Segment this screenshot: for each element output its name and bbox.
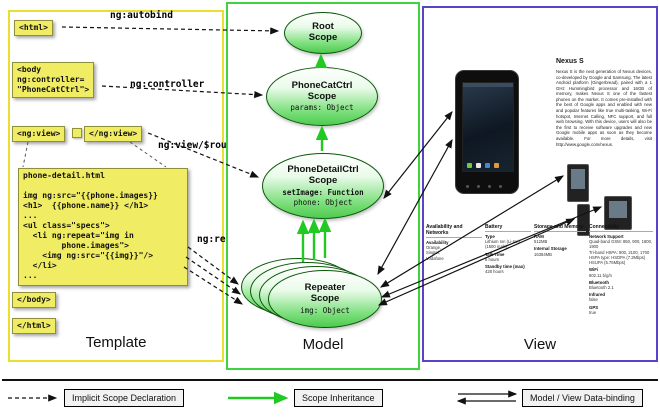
html-open-tag-box: <html> [14, 20, 53, 36]
spec-column-availability: Availability and Networks Availability O… [426, 224, 482, 315]
view-panel-label: View [523, 336, 557, 353]
legend-binding-box: Model / View Data-binding [522, 389, 643, 407]
phonedetailctrl-phone-prop: phone: Object [293, 197, 353, 207]
spec-column-battery: Battery Type Lithium Ion (Li-Ion) (1500 … [485, 224, 531, 315]
phonecatctrl-scope-ellipse: PhoneCatCtrl Scope params: Object [266, 67, 378, 126]
ng-repeat-label: ng:repeat [197, 234, 249, 245]
ng-controller-label: ng:controller [130, 79, 205, 90]
html-close-tag-box: </html> [12, 318, 56, 334]
ngview-open-tag-box: <ng:view> [12, 126, 66, 142]
body-controller-tag-box: <body ng:controller= "PhoneCatCtrl"> [12, 62, 95, 98]
repeater-img-prop: img: Object [300, 305, 350, 315]
phone-thumbnail-front [567, 164, 589, 202]
ng-autobind-label: ng:autobind [110, 10, 173, 21]
spec-column-connectivity: Connectivity Network Support Quad-band G… [589, 224, 653, 315]
spec-value: 512MB [534, 239, 548, 245]
spec-value: Bluetooth 2.1 [589, 284, 614, 290]
spec-header: Storage and Memory [534, 224, 586, 232]
spec-value: Quad-band GSM: 850, 900, 1800, 1900 Tri-… [589, 239, 653, 266]
root-scope-title: Root Scope [308, 21, 338, 43]
phone-statusbar [463, 83, 513, 87]
spec-value: 428 hours [485, 269, 504, 275]
phone-dock-icons [467, 163, 499, 168]
phone-thumbnail-open [604, 196, 632, 230]
phone-screen [462, 82, 514, 172]
phone-buttons [466, 185, 502, 188]
spec-header: Battery [485, 224, 531, 232]
spec-value: true [589, 309, 597, 315]
spec-label: Network Support [589, 234, 624, 239]
legend-implicit-box: Implicit Scope Declaration [64, 389, 185, 407]
phonedetailctrl-scope-title: PhoneDetailCtrl Scope [287, 164, 359, 186]
phone-detail-code-box: phone-detail.html img ng:src="{{phone.im… [18, 168, 188, 286]
spec-header: Connectivity [589, 224, 653, 232]
ngview-close-tag-box: </ng:view> [84, 126, 143, 142]
legend-inheritance-box: Scope Inheritance [294, 389, 383, 407]
spec-value: 802.11 b/g/n [589, 272, 612, 278]
product-name: Nexus S [556, 58, 584, 65]
template-panel-label: Template [85, 334, 147, 351]
spec-column-storage: Storage and Memory RAM 512MB Internal St… [534, 224, 586, 315]
spec-value: false [589, 297, 598, 303]
repeater-scope-ellipse: Repeater Scope img: Object [268, 270, 382, 328]
spec-value: 6 hours [485, 256, 499, 262]
spec-table: Availability and Networks Availability O… [426, 224, 653, 315]
phonecatctrl-params-prop: params: Object [290, 103, 354, 113]
phonedetailctrl-setimage-prop: setImage: Function [282, 187, 364, 197]
spec-value: 16384MB [534, 251, 552, 257]
body-close-tag-box: </body> [12, 292, 56, 308]
nexus-phone-image [455, 70, 519, 194]
spec-value: Lithium Ion (Li-Ion) (1500 mAh) [485, 239, 520, 250]
phonecatctrl-scope-title: PhoneCatCtrl Scope [291, 79, 353, 102]
spec-label: GPS [589, 304, 599, 310]
product-description: Nexus S is the next generation of Nexus … [556, 69, 652, 147]
spec-value: Orange, Singtel, Vodafone [426, 245, 444, 261]
root-scope-ellipse: Root Scope [284, 12, 362, 54]
ngview-placeholder-box [72, 128, 82, 138]
phonedetailctrl-scope-ellipse: PhoneDetailCtrl Scope setImage: Function… [262, 153, 384, 219]
repeater-scope-title: Repeater Scope [304, 282, 346, 304]
spec-header: Availability and Networks [426, 224, 482, 238]
model-panel-label: Model [302, 336, 344, 353]
